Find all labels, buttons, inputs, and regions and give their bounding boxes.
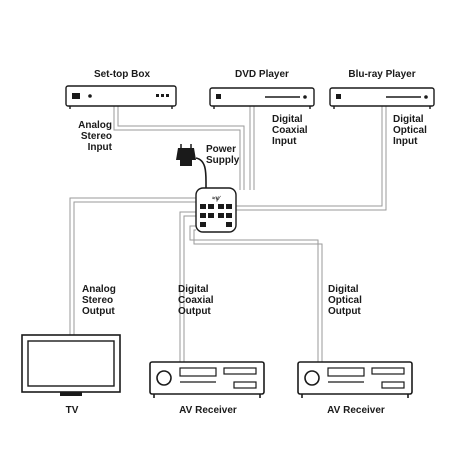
power-supply-line-1: Power [206, 144, 237, 155]
digital-optical-output-line-1: Digital [328, 284, 359, 295]
av-receiver-1 [149, 361, 265, 398]
analog-stereo-input-label: Analog Stereo Input [52, 120, 112, 153]
analog-stereo-input-line-1: Analog [78, 120, 112, 131]
cable-av-receiver-1 [179, 211, 196, 362]
digital-optical-output-line-3: Output [328, 306, 361, 317]
set-top-box-label: Set-top Box [93, 69, 151, 80]
digital-optical-output-line-2: Optical [328, 295, 362, 306]
digital-optical-input-line-3: Input [393, 136, 418, 147]
digital-optical-input-line-2: Optical [393, 125, 427, 136]
analog-stereo-output-line-2: Stereo [82, 295, 114, 306]
cable-bluray-player [236, 106, 387, 211]
tv-label: TV [65, 405, 79, 416]
bluray-player-label: Blu-ray Player [348, 69, 416, 80]
av-receiver-1-label: AV Receiver [179, 405, 237, 416]
av-receiver-2-label: AV Receiver [327, 405, 385, 416]
digital-coaxial-output-line-2: Coaxial [178, 295, 214, 306]
power-supply-line-2: Supply [206, 155, 240, 166]
digital-optical-output-label: Digital Optical Output [328, 284, 362, 317]
set-top-box [65, 85, 177, 109]
cable-set-top-box [113, 106, 245, 190]
power-supply-adapter [176, 144, 207, 190]
digital-coaxial-input-label: Digital Coaxial Input [272, 114, 308, 147]
digital-coaxial-output-line-1: Digital [178, 284, 209, 295]
cables [69, 106, 387, 362]
svg-text:≈γ∕: ≈γ∕ [212, 195, 222, 202]
digital-coaxial-output-line-3: Output [178, 306, 211, 317]
cable-av-receiver-2 [189, 225, 323, 362]
analog-stereo-output-label: Analog Stereo Output [82, 284, 116, 317]
digital-optical-input-line-1: Digital [393, 114, 424, 125]
bluray-player [329, 87, 435, 109]
cable-dvd-player [249, 106, 255, 190]
tv [21, 334, 121, 396]
digital-coaxial-input-line-2: Coaxial [272, 125, 308, 136]
analog-stereo-input-line-2: Stereo [80, 131, 112, 142]
analog-stereo-output-line-1: Analog [82, 284, 116, 295]
analog-stereo-input-line-3: Input [87, 142, 112, 153]
digital-coaxial-output-label: Digital Coaxial Output [178, 284, 214, 317]
digital-optical-input-label: Digital Optical Input [393, 114, 427, 147]
dvd-player-label: DVD Player [235, 69, 289, 80]
digital-coaxial-input-line-3: Input [272, 136, 297, 147]
analog-stereo-output-line-3: Output [82, 306, 115, 317]
hub-device: ≈γ∕ [195, 187, 237, 233]
av-receiver-2 [297, 361, 413, 398]
digital-coaxial-input-line-1: Digital [272, 114, 303, 125]
cable-tv [69, 197, 196, 335]
dvd-player [209, 87, 315, 109]
power-supply-label: Power Supply [206, 144, 239, 166]
